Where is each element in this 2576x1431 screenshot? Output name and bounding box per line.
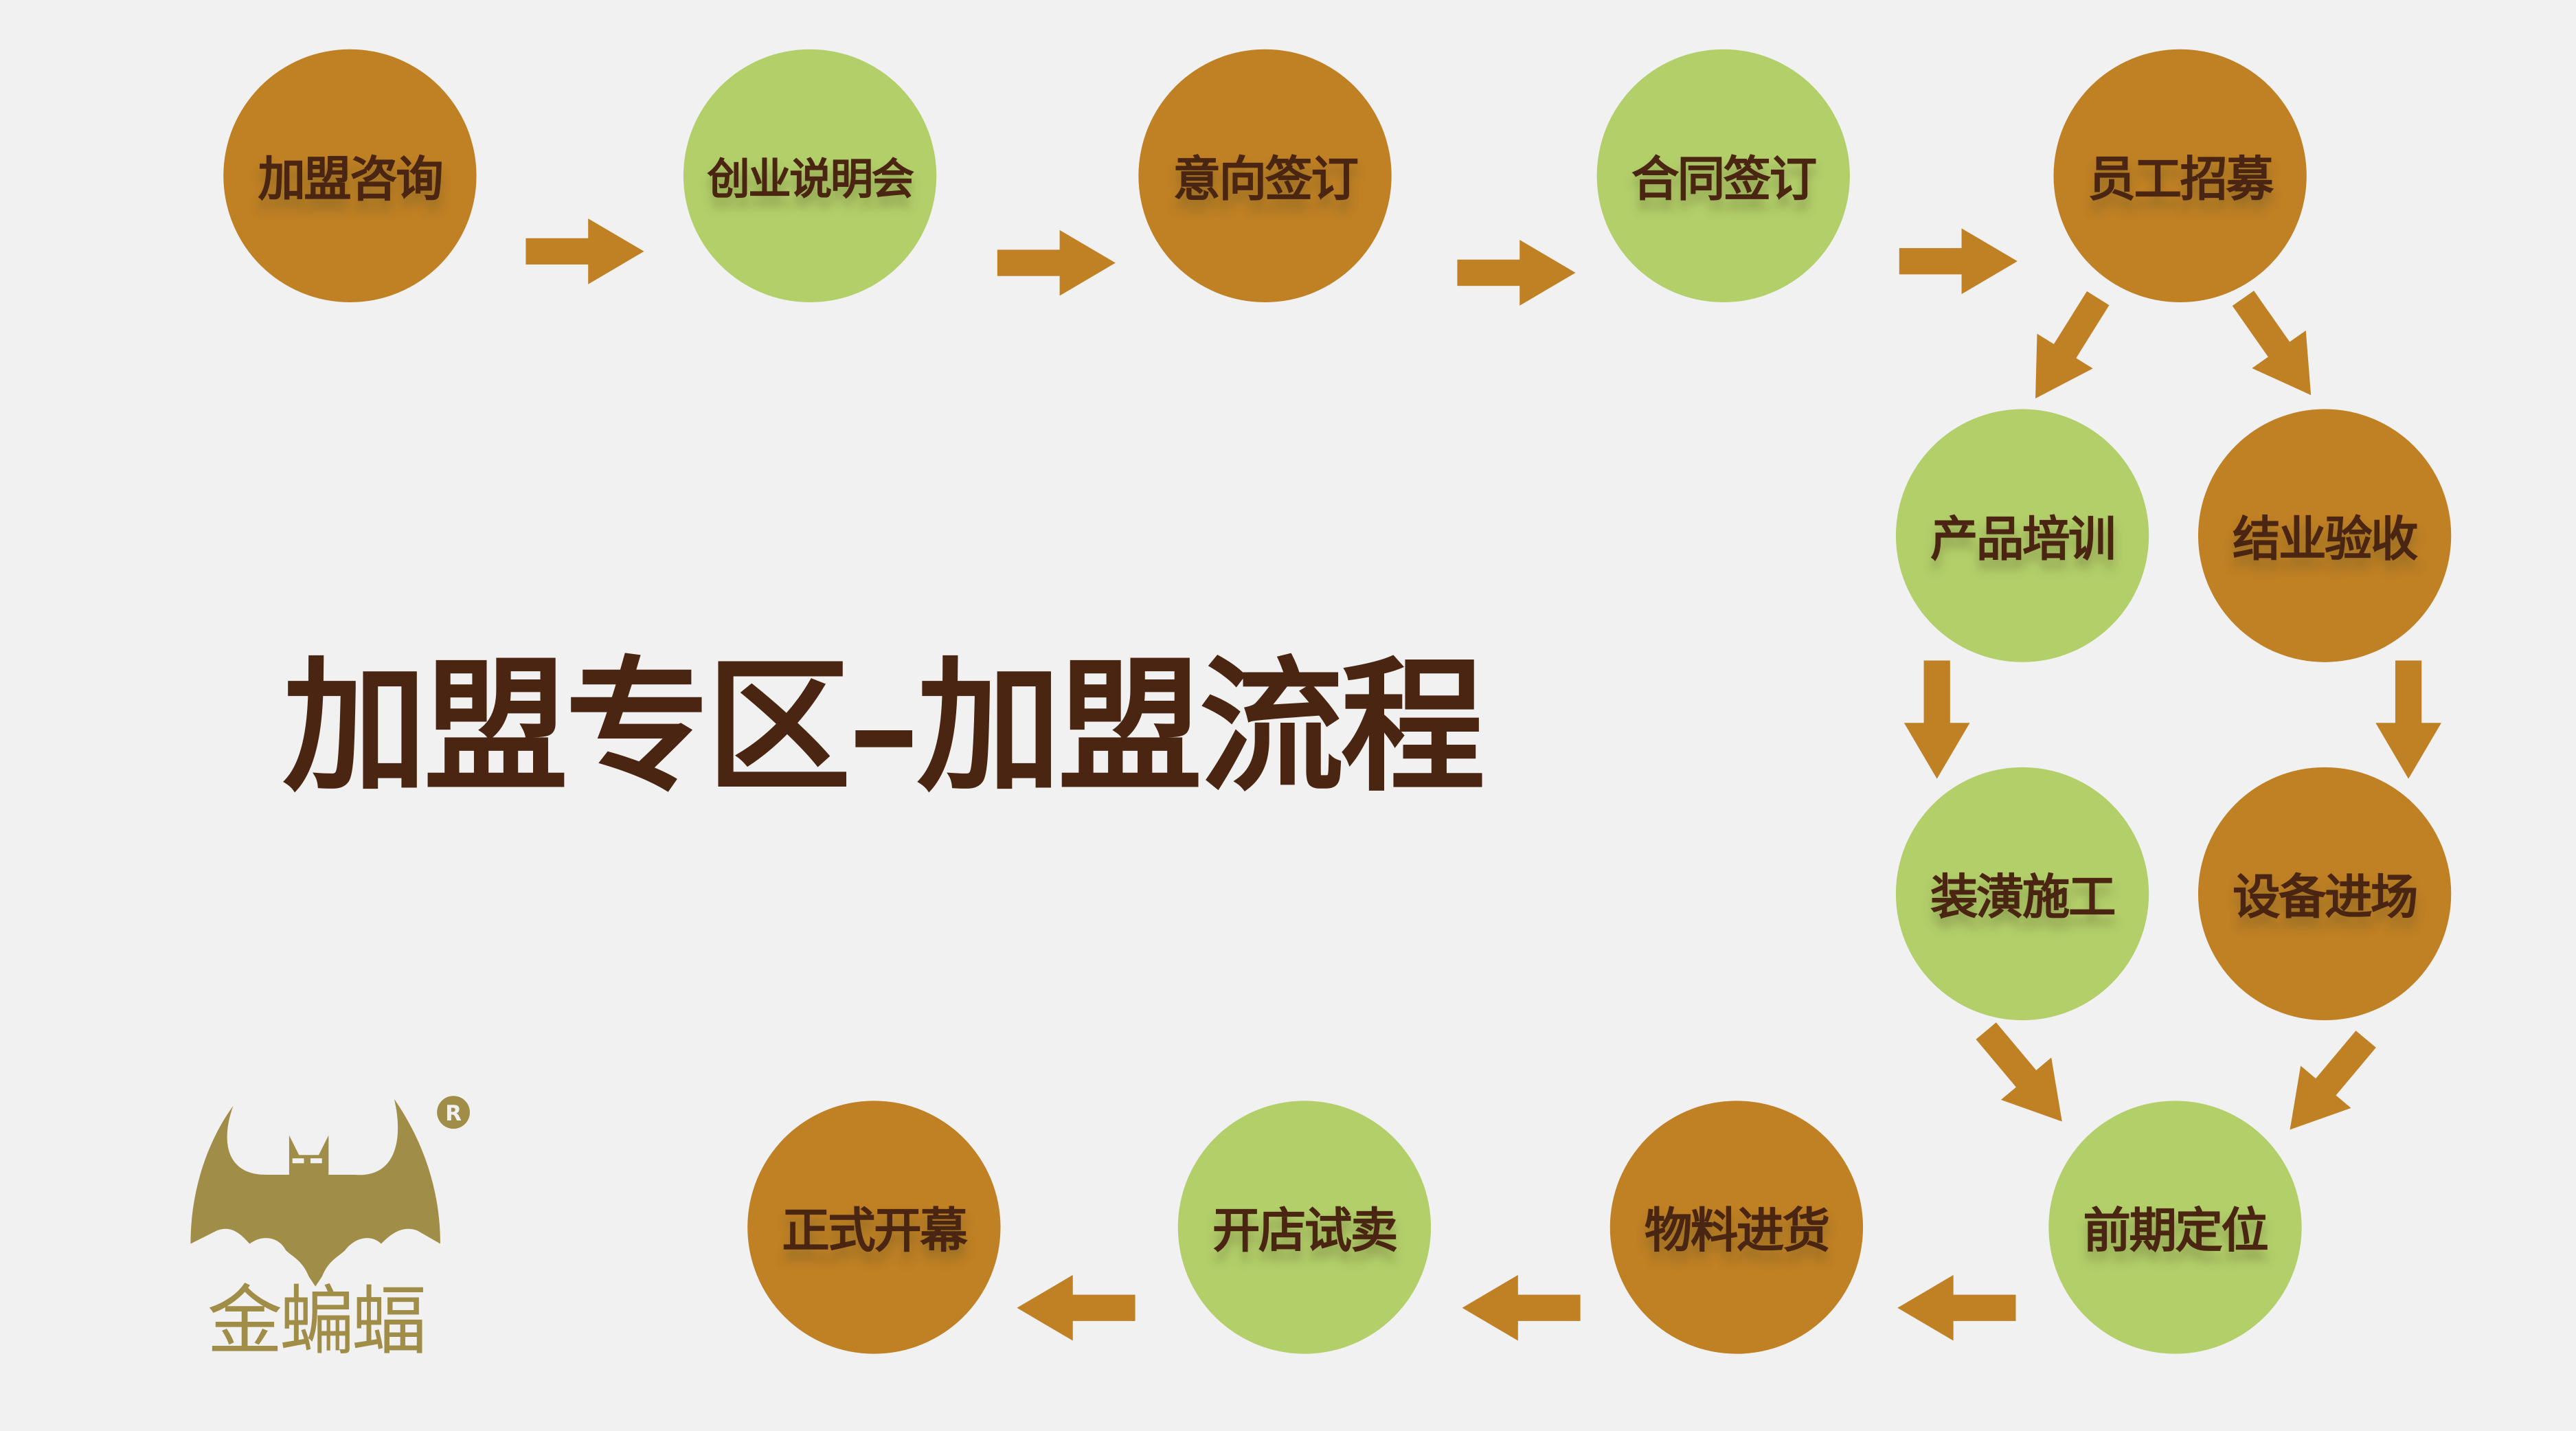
step-label: 开店试卖 (1212, 1202, 1398, 1259)
step-franchise-consultation: 加盟咨询 (223, 49, 477, 303)
flow-arrow-icon (1457, 240, 1576, 306)
step-label: 员工招募 (2088, 151, 2274, 207)
step-staff-recruitment: 员工招募 (2053, 49, 2307, 303)
step-label: 合同签订 (1631, 151, 1817, 207)
step-label: 正式开幕 (782, 1202, 967, 1259)
bat-logo-icon: R (190, 1096, 470, 1287)
flow-arrow-icon (1899, 228, 2018, 295)
page-title: 加盟专区–加盟流程 (282, 640, 1485, 812)
flow-arrow-icon (1462, 1274, 1581, 1341)
step-label: 创业说明会 (707, 155, 914, 205)
step-business-briefing: 创业说明会 (683, 49, 937, 303)
step-label: 前期定位 (2083, 1202, 2269, 1259)
flow-arrow-icon (1976, 1022, 2062, 1122)
flow-arrow-icon (1903, 660, 1970, 779)
step-label: 意向签订 (1173, 151, 1359, 207)
step-label: 装潢施工 (1930, 869, 2116, 925)
flow-arrow-icon (526, 218, 644, 284)
step-grand-opening: 正式开幕 (747, 1101, 1001, 1354)
step-contract-signing: 合同签订 (1596, 49, 1850, 303)
step-label: 结业验收 (2233, 510, 2418, 567)
flow-arrow-icon (2290, 1030, 2376, 1130)
step-trial-sale: 开店试卖 (1177, 1101, 1432, 1354)
brand-name: 金蝙蝠 (207, 1276, 427, 1366)
flow-arrow-icon (2375, 660, 2441, 779)
flow-arrow-icon (997, 229, 1116, 296)
step-label: 加盟咨询 (258, 151, 443, 207)
step-label: 设备进场 (2233, 869, 2418, 925)
step-material-purchase: 物料进货 (1609, 1101, 1864, 1354)
step-intent-signing: 意向签订 (1138, 49, 1392, 303)
svg-text:R: R (445, 1101, 462, 1126)
flow-arrow-icon (1897, 1274, 2016, 1341)
flow-arrow-icon (2035, 291, 2110, 399)
flow-arrow-icon (1017, 1274, 1136, 1341)
flow-arrow-icon (2232, 291, 2312, 396)
step-label: 产品培训 (1930, 510, 2116, 567)
step-training-acceptance: 结业验收 (2197, 409, 2452, 662)
step-decoration: 装潢施工 (1895, 767, 2149, 1021)
step-product-training: 产品培训 (1895, 409, 2149, 662)
step-equipment-installation: 设备进场 (2197, 767, 2452, 1021)
step-positioning: 前期定位 (2048, 1101, 2302, 1354)
step-label: 物料进货 (1644, 1202, 1830, 1259)
